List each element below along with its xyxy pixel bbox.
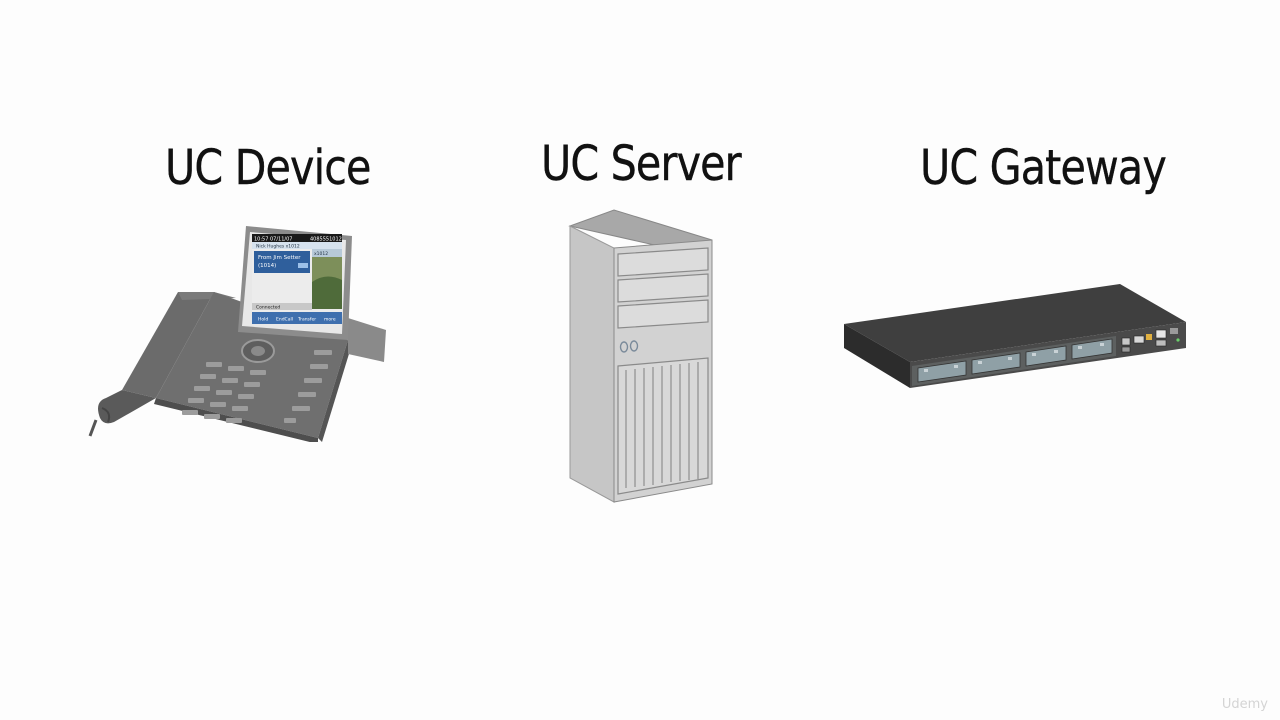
tower-server-illustration bbox=[568, 209, 713, 503]
phone-ext: x1012 bbox=[314, 251, 328, 257]
uc-server-label: UC Server bbox=[541, 136, 742, 192]
phone-number: 4085551012 bbox=[310, 237, 342, 243]
uc-device-label: UC Device bbox=[165, 140, 372, 196]
udemy-watermark: Udemy bbox=[1221, 697, 1268, 712]
softkey-transfer: Transfer bbox=[297, 317, 316, 323]
phone-line1: Nick Hughes x1012 bbox=[256, 244, 300, 250]
softkey-endcall: EndCall bbox=[276, 317, 293, 323]
softkey-hold: Hold bbox=[258, 317, 268, 323]
uc-gateway-label: UC Gateway bbox=[920, 140, 1167, 196]
phone-time: 10:57 07/11/07 bbox=[254, 237, 292, 243]
phone-call-num: (1014) bbox=[258, 263, 276, 269]
ip-phone-illustration: 10:57 07/11/07 4085551012 Nick Hughes x1… bbox=[88, 226, 386, 442]
phone-call-from: From Jim Setter bbox=[258, 255, 301, 261]
phone-status: Connected bbox=[256, 305, 280, 311]
router-gateway-illustration bbox=[844, 284, 1186, 388]
softkey-more: more bbox=[324, 317, 336, 323]
